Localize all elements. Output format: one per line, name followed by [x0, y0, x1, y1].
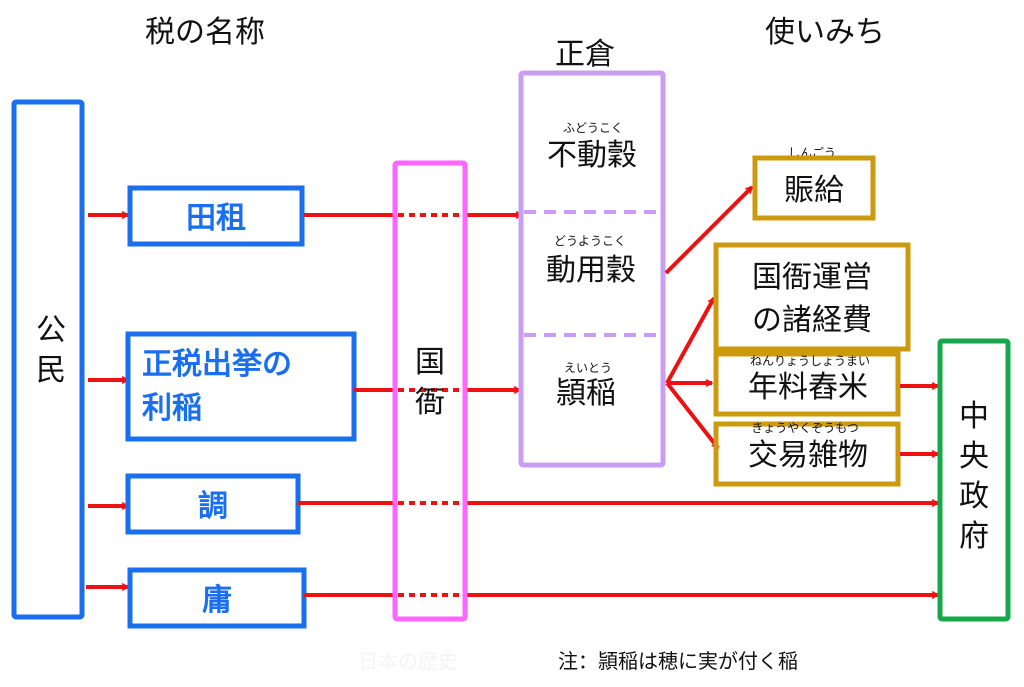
use-label-expenses-1: 国衙運営 [752, 260, 872, 295]
payer-label-1: 公 [36, 313, 66, 348]
granary-ruby-fudoukoku: ふどうこく [563, 121, 623, 135]
payer-label-2: 民 [36, 353, 66, 388]
kokuga-label-1: 国 [415, 345, 445, 380]
header-uses: 使いみち [765, 15, 885, 50]
use-box-shoumai [713, 351, 901, 417]
kokuga-label-2: 衙 [415, 385, 445, 420]
use-box-expenses [713, 242, 911, 352]
tax-box-yo [127, 567, 307, 629]
central-gov-label-2: 央 [959, 439, 989, 474]
central-gov-label-1: 中 [959, 399, 989, 434]
central-gov-box [937, 338, 1011, 622]
central-gov-label-4: 府 [959, 519, 989, 554]
tax-box-denso [127, 185, 305, 247]
payer-box [11, 99, 85, 620]
use-label-expenses-2: の諸経費 [752, 303, 872, 338]
granary-box [518, 70, 666, 468]
tax-label-denso: 田租 [186, 201, 246, 236]
granary-ruby-eitou: えいとう [564, 361, 612, 375]
footnote: 注：頴稲は穂に実が付く稲 [558, 649, 798, 673]
use-box-zoumotsu [713, 421, 901, 487]
use-label-shoumai: 年料舂米 [748, 370, 868, 405]
tax-label-suiko-1: 正税出挙の [142, 347, 292, 382]
use-label-shingou: 賑給 [784, 173, 844, 208]
use-ruby-zoumotsu: きょうやくぞうもつ [751, 421, 859, 435]
header-granary: 正倉 [555, 37, 615, 72]
arrow-eitou-zoumotsu [665, 381, 720, 450]
header-tax-names: 税の名称 [145, 15, 265, 50]
use-label-zoumotsu: 交易雑物 [748, 438, 868, 473]
arrow-douyoukoku-shingou [664, 185, 754, 275]
tax-label-cho: 調 [198, 489, 228, 524]
tax-label-yo: 庸 [202, 583, 232, 618]
central-gov-label-3: 政 [959, 479, 989, 514]
arrow-eitou-expenses [665, 298, 716, 384]
tax-label-suiko-2: 利稲 [142, 391, 202, 426]
granary-label-douyoukoku: 動用穀 [546, 253, 636, 288]
kokuga-box [392, 160, 468, 622]
granary-label-eitou: 頴稲 [556, 376, 616, 411]
granary-ruby-douyoukoku: どうようこく [554, 234, 626, 248]
use-ruby-shoumai: ねんりょうしょうまい [750, 354, 870, 368]
watermark: 日本の歴史 [358, 649, 458, 673]
use-box-shingou [752, 155, 876, 221]
granary-label-fudoukoku: 不動穀 [547, 138, 637, 173]
tax-box-suiko [125, 331, 357, 442]
